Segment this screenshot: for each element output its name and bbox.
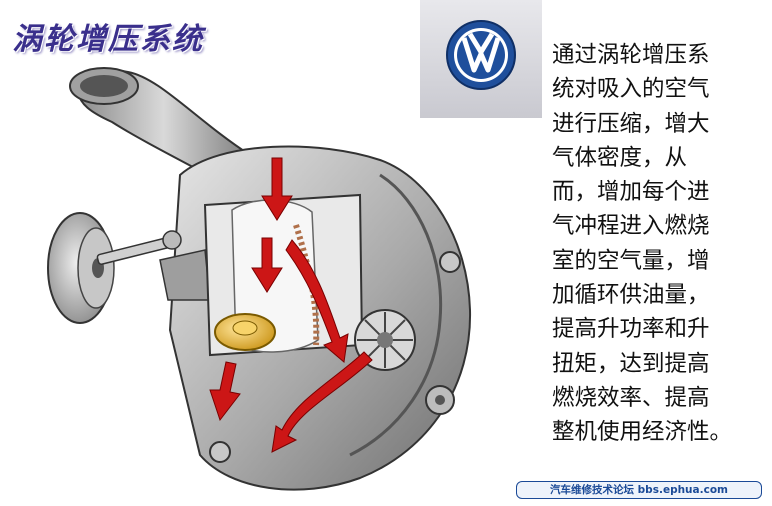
pulley-wheel [47, 212, 115, 324]
turbine-wheel [354, 309, 416, 371]
volkswagen-logo-icon [446, 20, 516, 90]
airflow-arrows [209, 157, 373, 453]
page-title: 涡轮增压系统 [12, 22, 204, 57]
description-text: 通过涡轮增压系 统对吸入的空气 进行压缩，增大 气体密度，从 而，增加每个进 气… [552, 42, 733, 446]
wastegate-valve [214, 313, 276, 351]
forum-watermark: 汽车维修技术论坛 bbs.ephua.com [516, 481, 762, 499]
actuator-rod [96, 230, 211, 301]
turbocharger-diagram [47, 67, 472, 491]
